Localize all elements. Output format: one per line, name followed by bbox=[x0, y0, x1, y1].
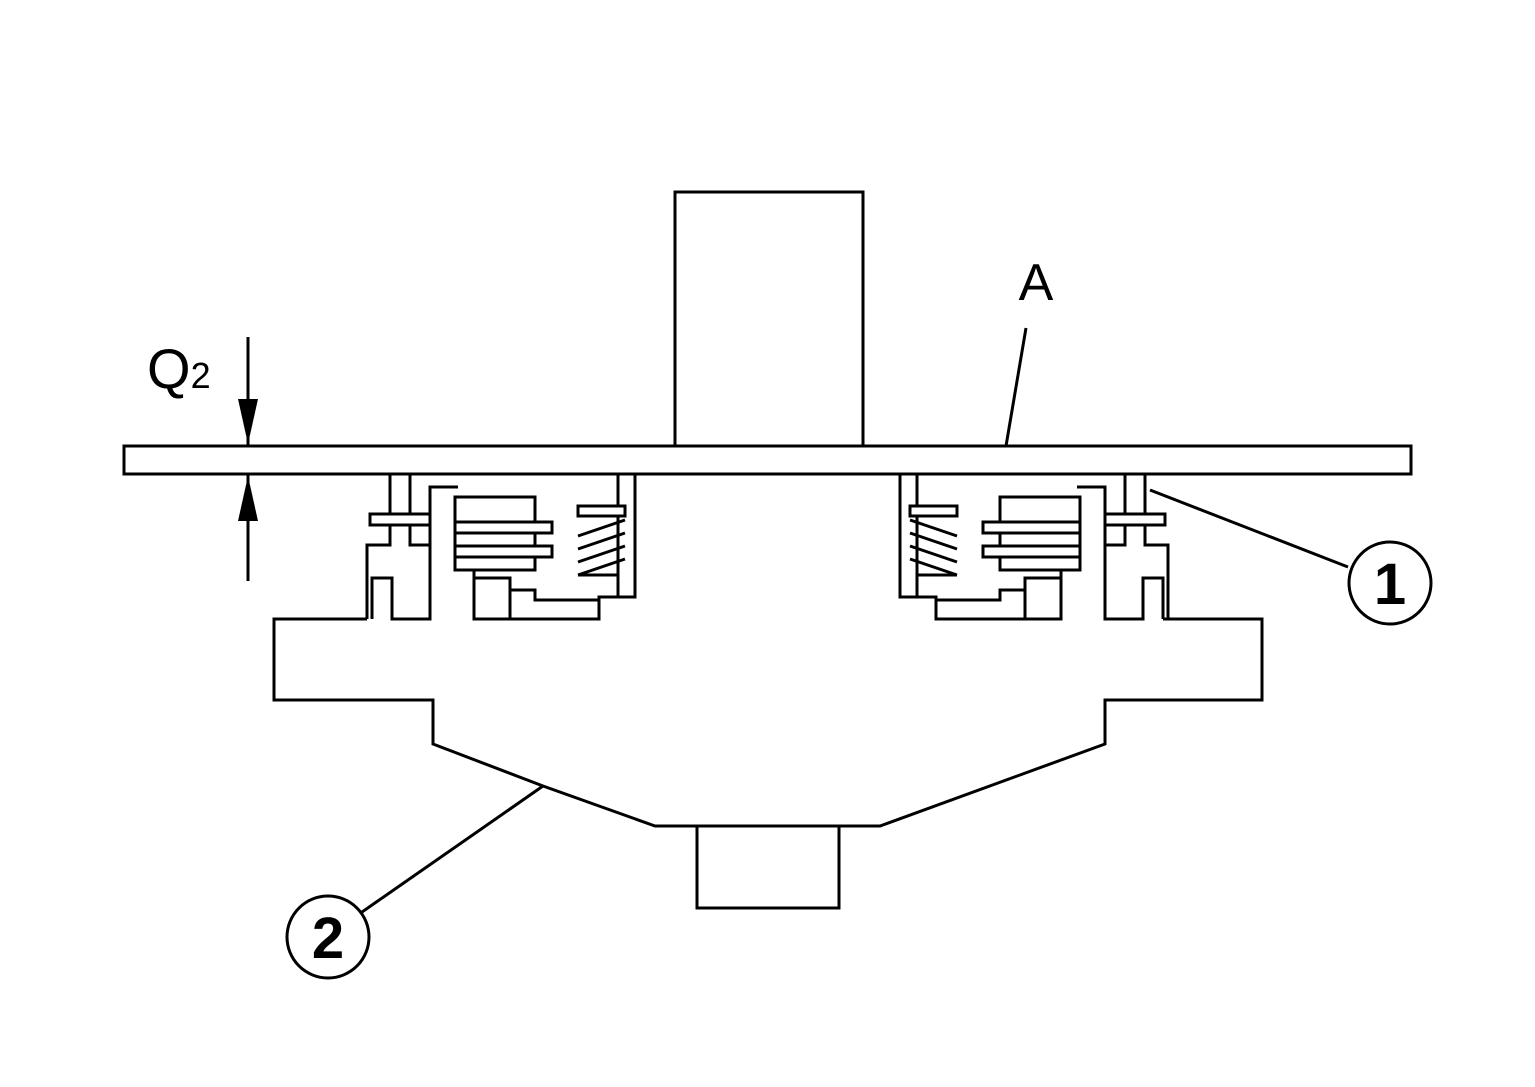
q2-dimension: Q2 bbox=[147, 337, 268, 581]
right-mechanism bbox=[898, 474, 1170, 621]
plate-leader bbox=[1004, 327, 1028, 447]
left-mechanism bbox=[365, 474, 637, 621]
callout-1-label: 1 bbox=[1374, 552, 1406, 617]
dimension-label: Q2 bbox=[147, 337, 211, 400]
lower-stub bbox=[695, 824, 841, 910]
upper-block bbox=[673, 190, 865, 448]
callout-2-label: 2 bbox=[312, 906, 344, 971]
main-body bbox=[272, 617, 1264, 828]
plate-a bbox=[122, 444, 1413, 476]
callout-1: 1 bbox=[1149, 488, 1433, 626]
dimension-subscript: 2 bbox=[191, 355, 211, 396]
callout-2: 2 bbox=[285, 784, 544, 980]
plate-label: A bbox=[1019, 254, 1054, 312]
